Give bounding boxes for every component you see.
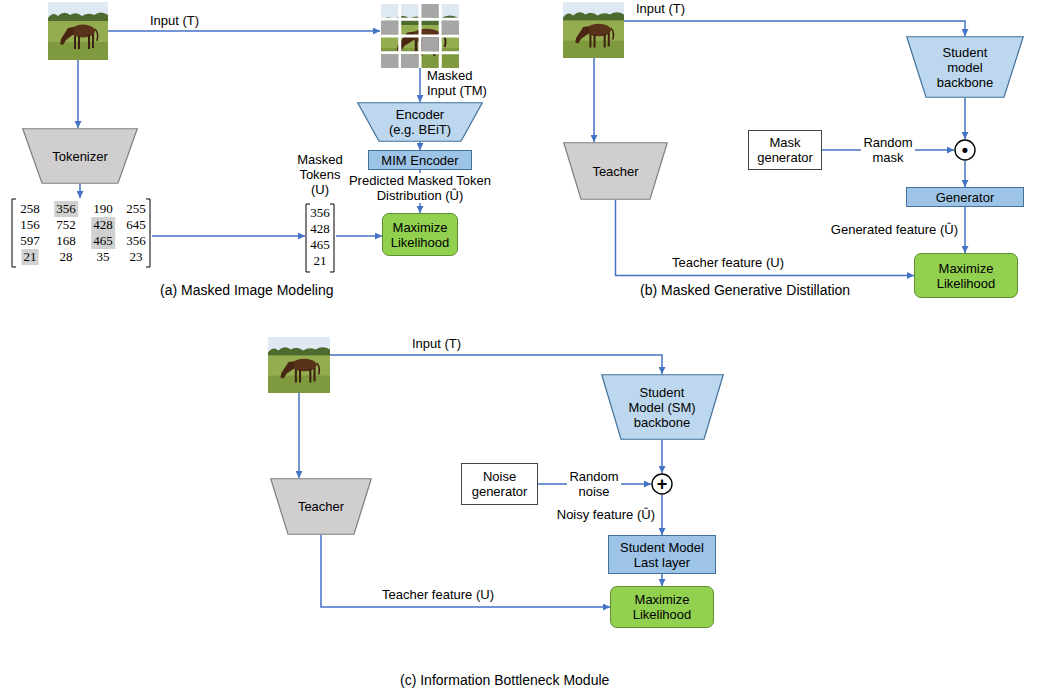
subfigure-caption: (b) Masked Generative Distillation [640,282,850,298]
masked-photo [381,4,459,68]
token-cell: 168 [56,233,76,249]
horse-photo [48,2,108,60]
node-text: • [962,141,968,159]
flow-connector [661,440,663,473]
input-label: Input (T) [412,336,461,351]
student-trapezoid: Student Model (SM) backbone [601,374,724,440]
token-cell: 752 [56,217,76,233]
horse-photo [563,2,624,58]
token-cell: 21 [314,253,327,269]
encoder-trapezoid: Encoder (e.g. BEiT) [357,102,483,142]
node-text: Generator [936,190,995,205]
node-text: Maximize Likelihood [931,261,1001,291]
node-text: Maximize Likelihood [385,220,455,250]
objective-box: Maximize Likelihood [914,253,1018,298]
flow-connector [616,200,915,276]
token-cell: 23 [130,249,143,265]
flow-arrow [299,355,662,478]
process-box: Generator [906,187,1024,207]
token-cell: 645 [126,217,146,233]
student-trapezoid: Student model backbone [906,36,1024,98]
token-cell: 356 [126,233,146,249]
matrix-bracket [12,199,334,272]
horse-photo [268,337,330,393]
flow-connector [964,207,966,253]
token-cell: 255 [126,201,146,217]
input-label: Input (T) [636,1,685,16]
input-label: Masked Input (TM) [427,68,499,98]
node-text: Maximize Likelihood [627,592,697,622]
edge-label: Teacher feature (U) [672,255,784,270]
edge-label: Random mask [861,135,915,165]
node-text: Noise generator [468,469,532,499]
generator-box: Noise generator [461,463,538,505]
flow-connector [661,495,663,535]
edge-label: Noisy feature (Û) [557,507,655,522]
token-cell: 465 [91,233,115,249]
process-box: Student Model Last layer [608,535,716,574]
operator-circle: • [954,139,976,161]
token-cell: 28 [60,249,73,265]
node-text: Mask generator [753,135,817,165]
edge-label: Teacher feature (U) [382,587,494,602]
token-cell: 428 [310,221,330,237]
token-cell: 21 [22,249,39,265]
objective-box: Maximize Likelihood [610,586,714,628]
tokenizer-trapezoid: Tokenizer [22,128,138,184]
token-cell: 356 [54,201,78,217]
node-text: Teacher [592,164,638,179]
node-text: Teacher [298,499,344,514]
token-cell: 597 [20,233,40,249]
token-label: Masked Tokens (U) [296,152,344,197]
token-cell: 428 [91,217,115,233]
edge-label: Predicted Masked Token Distribution (Û) [345,173,495,203]
subfigure-caption: (a) Masked Image Modeling [160,282,334,298]
flow-connector [419,142,421,150]
token-cell: 156 [20,217,40,233]
node-text: Encoder (e.g. BEiT) [385,107,455,137]
node-text: + [657,475,668,493]
token-cell: 356 [310,205,330,221]
teacher-trapezoid: Teacher [563,142,668,200]
generator-box: Mask generator [748,130,822,170]
node-text: MIM Encoder [381,153,458,168]
flow-connector [661,574,663,586]
operator-circle: + [651,473,673,495]
flow-connector [964,161,966,187]
teacher-trapezoid: Teacher [270,478,372,535]
token-cell: 258 [20,201,40,217]
token-cell: 465 [310,237,330,253]
token-cell: 35 [97,249,110,265]
process-box: MIM Encoder [368,150,472,170]
edge-label: Random noise [567,469,621,499]
objective-box: Maximize Likelihood [382,213,458,256]
node-text: Tokenizer [52,149,108,164]
subfigure-caption: (c) Information Bottleneck Module [400,672,609,688]
token-cell: 190 [93,201,113,217]
flow-connector [321,535,610,607]
node-text: Student Model (SM) backbone [625,385,700,430]
node-text: Student model backbone [930,45,1000,90]
flow-connector [964,98,966,139]
input-label: Input (T) [150,13,199,28]
edge-label: Generated feature (Û) [831,222,958,237]
node-text: Student Model Last layer [615,540,709,570]
